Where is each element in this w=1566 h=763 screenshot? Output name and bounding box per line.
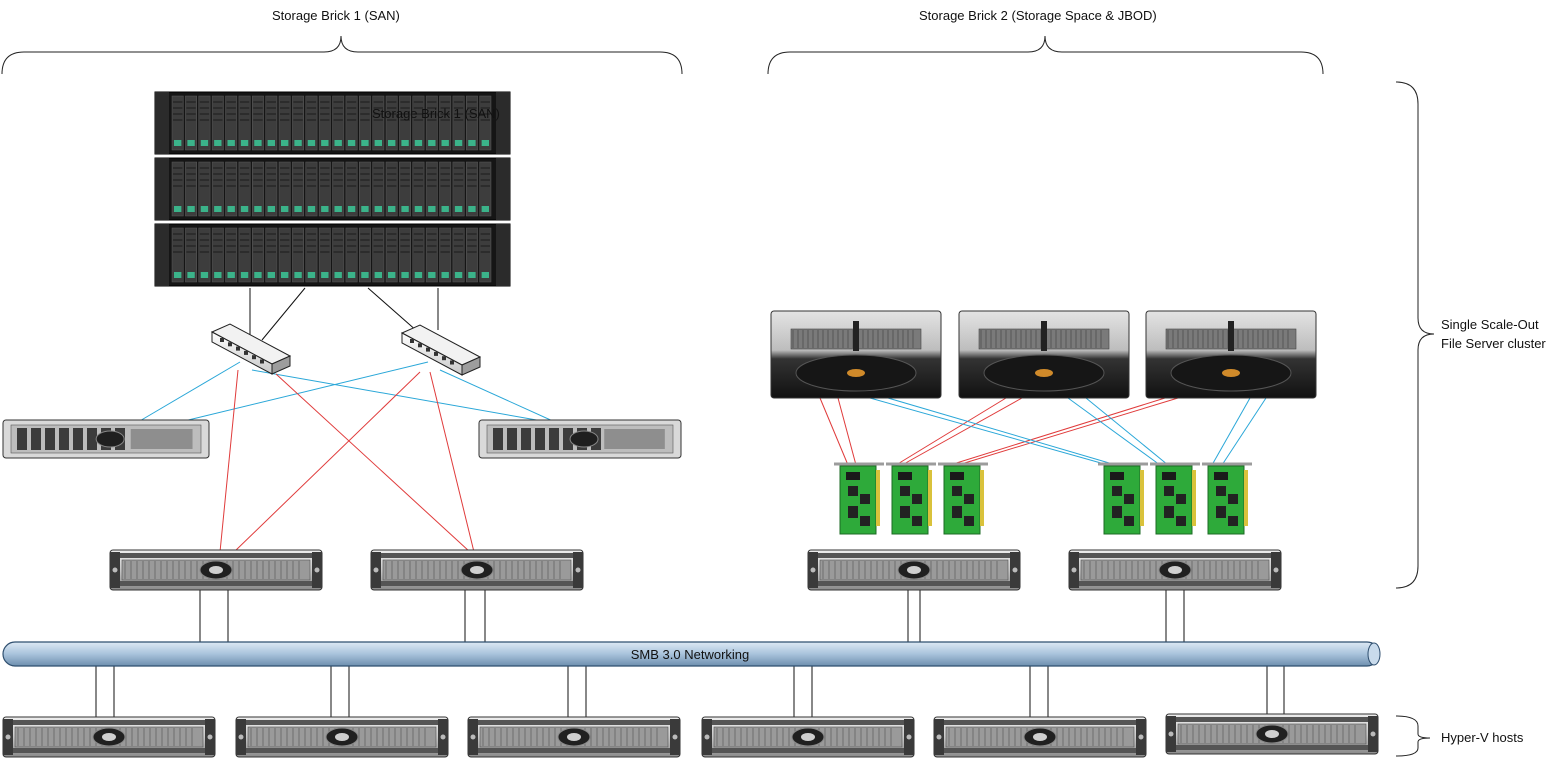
fc-link bbox=[275, 373, 471, 553]
sas-link bbox=[957, 397, 1179, 466]
ethernet-link bbox=[137, 361, 241, 423]
hyperv-host bbox=[467, 716, 681, 758]
brick1-file-server bbox=[109, 549, 323, 591]
sas-hba-card bbox=[1150, 462, 1200, 535]
fc-switches bbox=[210, 323, 482, 376]
sas-hba-card bbox=[1098, 462, 1148, 535]
hosts-brace bbox=[1395, 715, 1431, 757]
sas-link bbox=[837, 397, 857, 466]
jbod-enclosure bbox=[958, 310, 1130, 399]
smb-network-bar: SMB 3.0 Networking bbox=[2, 641, 1381, 667]
sas-link bbox=[1221, 397, 1267, 466]
switch-right bbox=[400, 324, 482, 376]
sas-hba-cards bbox=[834, 462, 1252, 535]
brick2-file-server bbox=[807, 549, 1021, 591]
jbod-enclosure bbox=[770, 310, 942, 399]
sas-link bbox=[901, 397, 1023, 466]
sas-link bbox=[1211, 397, 1251, 466]
hyperv-host bbox=[933, 716, 1147, 758]
cluster-label-line2: File Server cluster bbox=[1441, 336, 1546, 351]
jbod-enclosures bbox=[770, 310, 1317, 399]
san-link bbox=[367, 287, 419, 333]
fc-link bbox=[219, 369, 239, 553]
sas-link bbox=[819, 397, 849, 466]
sas-hba-card bbox=[886, 462, 936, 535]
sas-hba-card bbox=[834, 462, 884, 535]
sas-hba-card bbox=[938, 462, 988, 535]
sas-link bbox=[1067, 397, 1161, 466]
brick1-title: Storage Brick 1 (SAN) bbox=[272, 8, 400, 23]
hyperv-host bbox=[235, 716, 449, 758]
ethernet-link bbox=[251, 369, 549, 423]
san-link bbox=[261, 287, 306, 341]
cluster-brace bbox=[1395, 81, 1435, 589]
brick2-brace bbox=[767, 35, 1324, 75]
brick2-title: Storage Brick 2 (Storage Space & JBOD) bbox=[919, 8, 1157, 23]
san-enclosure bbox=[154, 91, 511, 155]
switch-left bbox=[210, 323, 292, 375]
connection-wires bbox=[95, 287, 1285, 718]
fc-link bbox=[233, 371, 421, 553]
ethernet-link bbox=[439, 369, 556, 423]
san-controller-right bbox=[478, 419, 682, 459]
sas-hba-card bbox=[1202, 462, 1252, 535]
brick1-brace bbox=[1, 35, 683, 75]
sas-link bbox=[887, 397, 1117, 466]
san-enclosure bbox=[154, 157, 511, 221]
ethernet-link bbox=[179, 361, 429, 423]
sas-link bbox=[869, 397, 1109, 466]
san-enclosure bbox=[154, 223, 511, 287]
jbod-enclosure bbox=[1145, 310, 1317, 399]
sas-link bbox=[1085, 397, 1169, 466]
brick2-file-server bbox=[1068, 549, 1282, 591]
hyperv-host bbox=[701, 716, 915, 758]
hyperv-host bbox=[1165, 713, 1379, 755]
san-overlay-label: Storage Brick 1 (SAN) bbox=[372, 106, 500, 121]
cluster-label-line1: Single Scale-Out bbox=[1441, 317, 1539, 332]
hyperv-host bbox=[2, 716, 216, 758]
network-label: SMB 3.0 Networking bbox=[631, 647, 750, 662]
servers-layer bbox=[2, 419, 1379, 758]
brick1-file-server bbox=[370, 549, 584, 591]
san-controller-left bbox=[2, 419, 210, 459]
fc-link bbox=[429, 371, 475, 553]
sas-link bbox=[895, 397, 1007, 466]
san-storage-array bbox=[154, 91, 511, 287]
hosts-label: Hyper-V hosts bbox=[1441, 730, 1524, 745]
sas-link bbox=[949, 397, 1166, 466]
